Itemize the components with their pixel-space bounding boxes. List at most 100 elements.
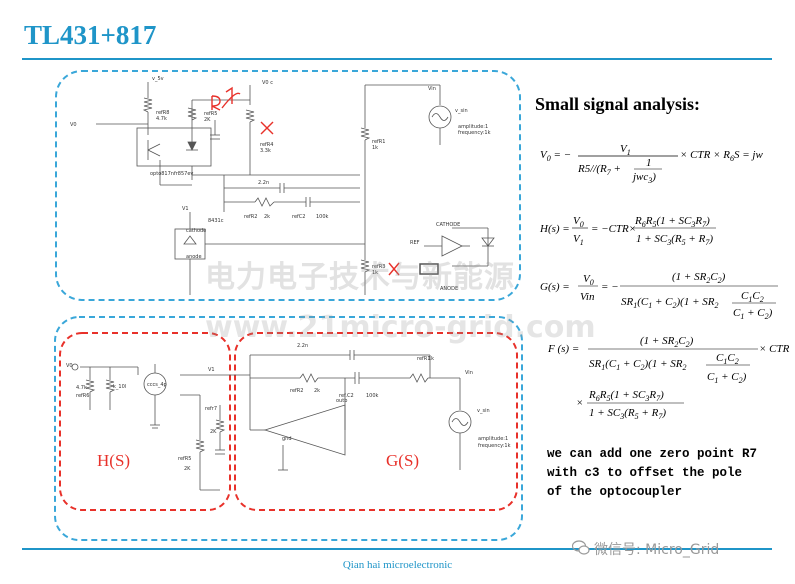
label-8431c: 8431c	[208, 218, 224, 224]
wechat-id-label: 微信号: Micro_Grid	[594, 542, 720, 558]
label-refR2-b: refR2	[290, 388, 303, 394]
label-v0-b: V0	[66, 363, 73, 369]
svg-text:G(s) =: G(s) =	[540, 281, 570, 293]
label-cathode: cathode	[186, 228, 206, 234]
label-4.7k-b: 4.7k	[76, 385, 87, 391]
label-refR8: refR8	[156, 110, 169, 116]
label-2k-d: 2K	[184, 466, 191, 472]
label-frequency-b: frequency:1k	[478, 443, 511, 449]
eq-v0-lhs: V0 = −	[540, 149, 571, 163]
note-line: of the optocoupler	[547, 485, 683, 499]
svg-text:V0: V0	[573, 215, 584, 229]
hs-block-frame	[59, 332, 231, 511]
svg-text:Vin: Vin	[580, 291, 595, 303]
svg-text:V1: V1	[620, 143, 631, 157]
svg-text:V1: V1	[573, 233, 584, 247]
label-vin-b: Vin	[465, 370, 473, 376]
watermark-chinese: 电力电子技术与新能源	[205, 260, 515, 295]
label-outb: outb	[336, 398, 347, 404]
label-vcc: V0 c	[262, 80, 273, 86]
label-REF: REF	[410, 240, 420, 246]
label-2k-c: 2K	[210, 429, 217, 435]
red-annotations-top	[211, 86, 400, 276]
label-refR4: refR4	[260, 142, 273, 148]
note-line: we can add one zero point R7	[547, 447, 758, 461]
label-v1: V1	[182, 206, 189, 212]
label-2k-b: 2k	[264, 214, 270, 220]
svg-text:C1 + C2): C1 + C2)	[707, 371, 747, 385]
top-circuit-frame	[55, 70, 521, 301]
bottom-schematic-wires	[71, 350, 472, 491]
label-vsin-b: v_sin	[477, 408, 490, 414]
label-vin: Vin	[428, 86, 436, 92]
design-note: we can add one zero point R7 with c3 to o…	[547, 445, 757, 502]
footer-divider	[22, 548, 772, 550]
label-CATHODE: CATHODE	[436, 222, 460, 228]
label-refR6: refR6	[76, 393, 89, 399]
watermark-url: www.21micro-grid.com	[205, 310, 596, 345]
label-2.2n: 2.2n	[258, 180, 269, 186]
svg-text:C1 + C2): C1 + C2)	[733, 307, 773, 321]
top-schematic-labels: v_5v refR8 4.7k V0 refR5 2K refR4 3.3k o…	[70, 76, 491, 292]
label-3.3k: 3.3k	[260, 148, 271, 154]
label-opto: opto817nfr857ev	[150, 171, 193, 177]
svg-text:H(s) =: H(s) =	[539, 223, 570, 235]
svg-text:SR1(C1 + C2)(1 + SR2: SR1(C1 + C2)(1 + SR2	[621, 296, 718, 310]
svg-text:= −CTR×: = −CTR×	[591, 223, 636, 235]
svg-text:1 + SC3(R5 + R7): 1 + SC3(R5 + R7)	[589, 407, 666, 421]
label-2.2n-b: 2.2n	[297, 343, 308, 349]
label-refR1-b: refR1	[417, 356, 430, 362]
bottom-schematic-labels: V0 4.7k refR6 k_10l cccs_4p V1 refr7 2K …	[66, 343, 511, 472]
label-refR1: refR1	[372, 139, 385, 145]
eq-v0-tail: × CTR × R6	[680, 149, 734, 163]
label-v1-b: V1	[208, 367, 215, 373]
label-refR5-b: refR5	[178, 456, 191, 462]
svg-text:R5//(R7 +: R5//(R7 +	[577, 163, 621, 177]
svg-text:1 + SC3(R5 + R7): 1 + SC3(R5 + R7)	[636, 233, 713, 247]
section-heading: Small signal analysis:	[535, 94, 701, 114]
label-1k-c: 1k	[428, 356, 434, 362]
svg-text:SR1(C1 + C2)(1 + SR2: SR1(C1 + C2)(1 + SR2	[589, 358, 686, 372]
svg-text:F (s) =: F (s) =	[547, 343, 579, 355]
wechat-icon	[572, 540, 590, 555]
svg-text:R6R5(1 + SC3R7): R6R5(1 + SC3R7)	[634, 215, 710, 229]
label-k10l: k_10l	[113, 384, 126, 390]
footer-text: Qian hai microelectronic	[342, 559, 453, 571]
label-vsin: v_sin	[455, 108, 468, 114]
note-line: with c3 to offset the pole	[547, 466, 743, 480]
label-amplitude: amplitude:1	[458, 124, 488, 130]
label-refC2-b: ref.C2	[339, 393, 354, 399]
label-2k: 2K	[204, 117, 211, 123]
label-refR5: refR5	[204, 111, 217, 117]
svg-text:= −: = −	[601, 281, 619, 293]
label-cccs: cccs_4p	[147, 382, 167, 388]
svg-text:V0: V0	[583, 273, 594, 287]
label-100k: 100k	[316, 214, 329, 220]
page-title: TL431+817	[24, 20, 157, 50]
equation-v0: V0 = − V1 R5//(R7 + 1 jwc3) × CTR × R6 S…	[540, 143, 763, 185]
eq-f-tail: × CTR	[759, 343, 790, 355]
title-underline	[22, 58, 772, 60]
svg-text:(1 + SR2C2): (1 + SR2C2)	[640, 335, 694, 349]
svg-text:×: ×	[576, 397, 583, 409]
gs-block-frame	[234, 332, 518, 511]
label-refR3: refR3	[372, 264, 385, 270]
svg-text:C1C2: C1C2	[741, 290, 764, 304]
label-refC2: refC2	[292, 214, 305, 220]
hs-block-label: H(S)	[97, 451, 130, 470]
equation-f: F (s) = (1 + SR2C2) SR1(C1 + C2)(1 + SR2…	[547, 335, 790, 421]
label-refR2: refR2	[244, 214, 257, 220]
top-schematic-wires	[96, 82, 495, 295]
label-100k-b: 100k	[366, 393, 379, 399]
bottom-circuit-frame	[54, 316, 523, 541]
label-v0: V0	[70, 122, 77, 128]
label-1k-b: 1k	[372, 270, 378, 276]
gs-block-label: G(S)	[386, 451, 419, 470]
label-refr7: refr7	[205, 406, 217, 412]
svg-text:jwc3): jwc3)	[631, 171, 656, 185]
label-1k: 1k	[372, 145, 378, 151]
svg-text:1: 1	[646, 157, 652, 169]
label-ANODE: ANODE	[440, 286, 458, 292]
label-amplitude-b: amplitude:1	[478, 436, 508, 442]
label-gnd: gnd	[282, 436, 292, 442]
